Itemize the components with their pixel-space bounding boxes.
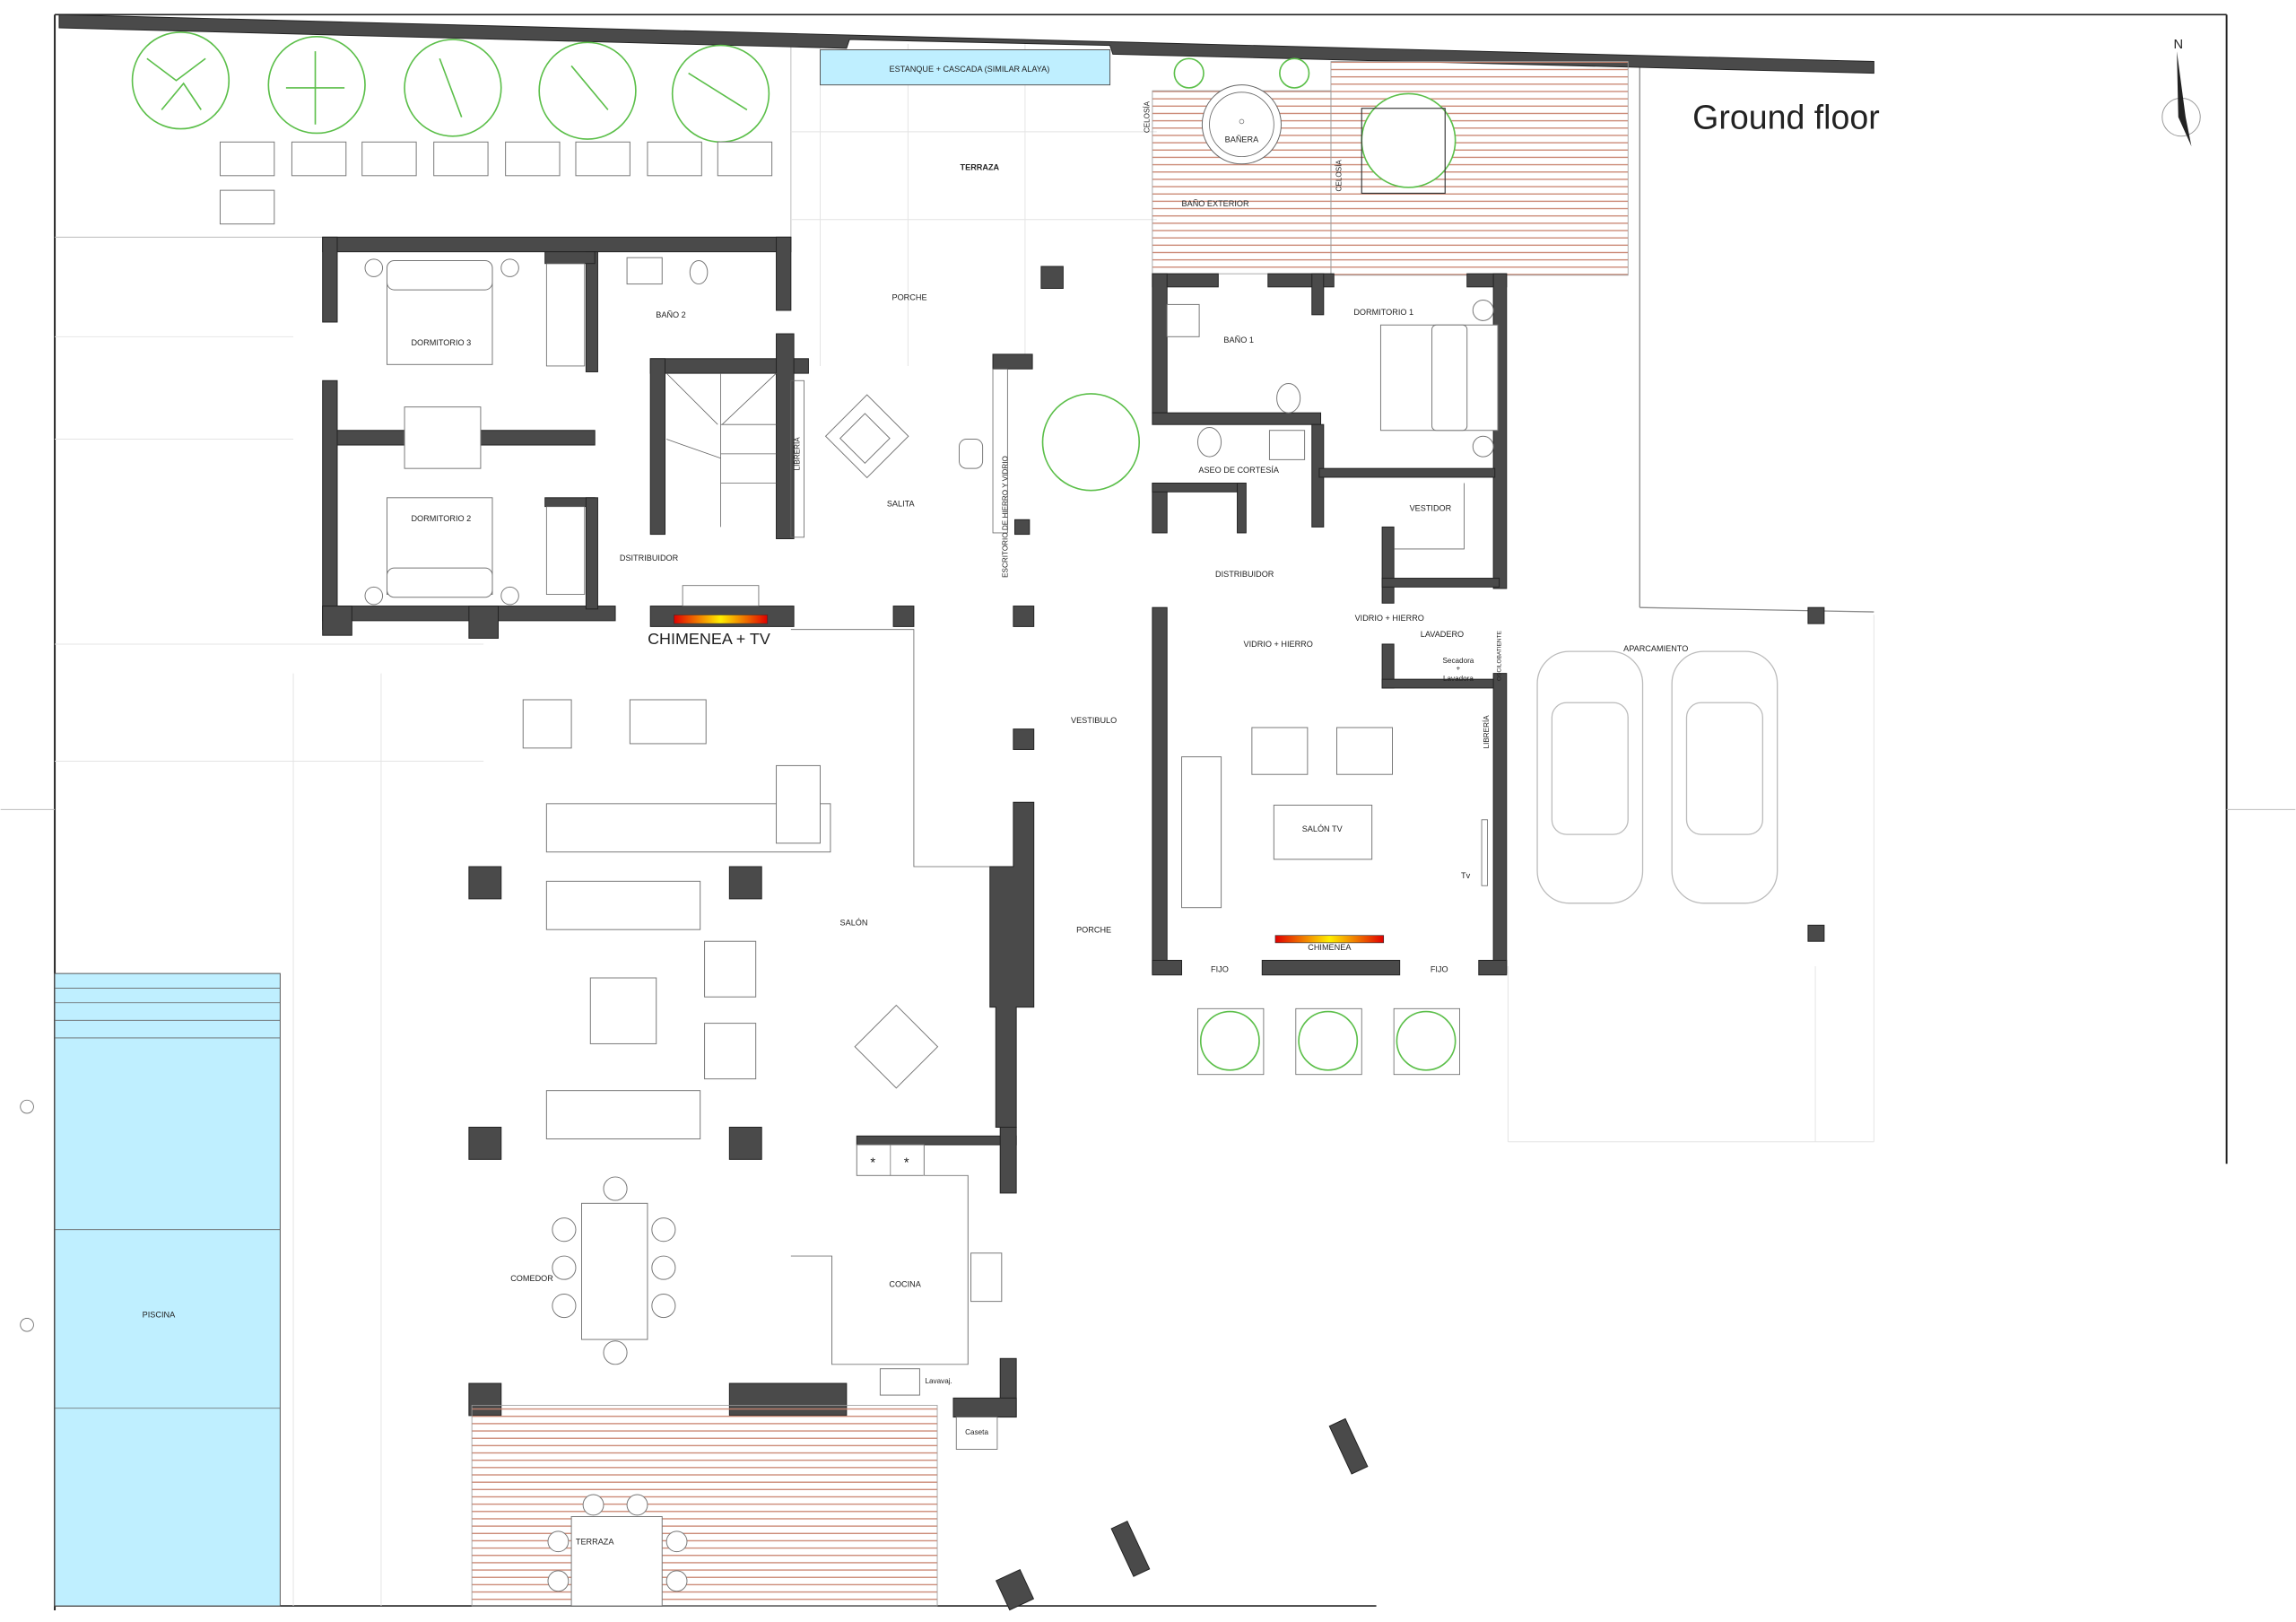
lattice-label-2: CELOSÍA: [1334, 160, 1343, 192]
terrace-top-label: TERRAZA: [961, 162, 1000, 171]
dryer-label: Secadora: [1443, 657, 1474, 665]
terrace-bottom-label: TERRAZA: [576, 1538, 615, 1547]
bedroom-1-label: DORMITORIO 1: [1353, 308, 1413, 317]
plus-label: +: [1457, 664, 1461, 672]
tv-label: Tv: [1461, 871, 1471, 880]
hall-right-label: DISTRIBUIDOR: [1215, 570, 1274, 579]
tv-room-label: SALÓN TV: [1302, 824, 1344, 833]
floor-grid: [55, 43, 1874, 1607]
tilt-turn-label: OSCILOBATIENTE: [1496, 630, 1502, 681]
glass-iron-label-2: VIDRIO + HIERRO: [1355, 614, 1424, 623]
dishwasher-label: Lavavaj.: [925, 1377, 952, 1385]
porch-top-label: PORCHE: [891, 293, 926, 302]
north-arrow-icon: N: [2161, 38, 2201, 147]
lattice-label-1: CELOSÍA: [1143, 100, 1152, 133]
bathtub: [1201, 84, 1282, 165]
planter-boxes: [219, 141, 773, 225]
bookcase-label-2: LIBRERÍA: [1482, 715, 1491, 749]
dressing-room-label: VESTIDOR: [1410, 503, 1452, 512]
svg-text:N: N: [2173, 38, 2183, 52]
shed: [955, 1417, 998, 1450]
tree-row: [131, 31, 770, 144]
bedroom-2-label: DORMITORIO 2: [411, 514, 471, 523]
site-boundary: [0, 13, 2296, 1610]
laundry-label: LAVADERO: [1421, 630, 1464, 639]
lobby-label: VESTIBULO: [1071, 716, 1117, 725]
living-room-label: SALÓN: [840, 918, 868, 927]
parked-cars: [1536, 650, 1779, 904]
outdoor-bath-label: BAÑO EXTERIOR: [1182, 199, 1249, 208]
plan-title: Ground floor: [1692, 99, 1880, 136]
porch-bottom-label: PORCHE: [1076, 925, 1111, 934]
bathtub-label: BAÑERA: [1225, 135, 1259, 144]
pond-label: ESTANQUE + CASCADA (SIMILAR ALAYA): [890, 65, 1050, 74]
planter-trees: [1197, 1007, 1460, 1076]
parking-label: APARCAMIENTO: [1623, 644, 1688, 653]
hall-left-label: DSITRIBUIDOR: [620, 554, 679, 562]
bedroom-3-label: DORMITORIO 3: [411, 338, 471, 347]
dining-room-label: COMEDOR: [510, 1274, 553, 1283]
living-walls: [468, 801, 1369, 1611]
stair: [665, 372, 777, 528]
svg-text:*: *: [904, 1156, 909, 1171]
walls-left-wing: [322, 236, 809, 639]
svg-text:*: *: [870, 1156, 875, 1171]
bathroom-2-label: BAÑO 2: [656, 310, 685, 319]
pond: [819, 48, 1111, 86]
boundary-wall: [58, 13, 1874, 74]
fixed-window-label-1: FIJO: [1211, 964, 1229, 973]
glass-iron-label-1: VIDRIO + HIERRO: [1244, 640, 1313, 649]
guest-toilet-label: ASEO DE CORTESÍA: [1198, 466, 1279, 475]
bathroom-1-label: BAÑO 1: [1223, 336, 1253, 344]
bookcase-label-1: LIBRERÍA: [793, 437, 802, 471]
shed-label: Caseta: [965, 1428, 988, 1436]
tree: [1041, 393, 1141, 492]
terrace-deck-bottom: [471, 1405, 938, 1607]
armchair: [824, 394, 909, 479]
fireplace-icon: [1274, 935, 1385, 944]
fireplace-icon: [673, 615, 769, 624]
pool: [54, 972, 281, 1607]
sitting-room-label: SALITA: [887, 500, 916, 509]
kitchen-label: COCINA: [889, 1279, 921, 1288]
fireplace-tv-label: CHIMENEA + TV: [648, 630, 770, 648]
tree: [1361, 92, 1457, 188]
pool-label: PISCINA: [143, 1311, 176, 1320]
washer-label: Lavadora: [1443, 675, 1474, 683]
fireplace-label: CHIMENEA: [1308, 943, 1352, 952]
fixed-window-label-2: FIJO: [1431, 964, 1448, 973]
desk-label: ESCRITORIO DE HIERRO Y VIDRIO: [1001, 456, 1009, 578]
